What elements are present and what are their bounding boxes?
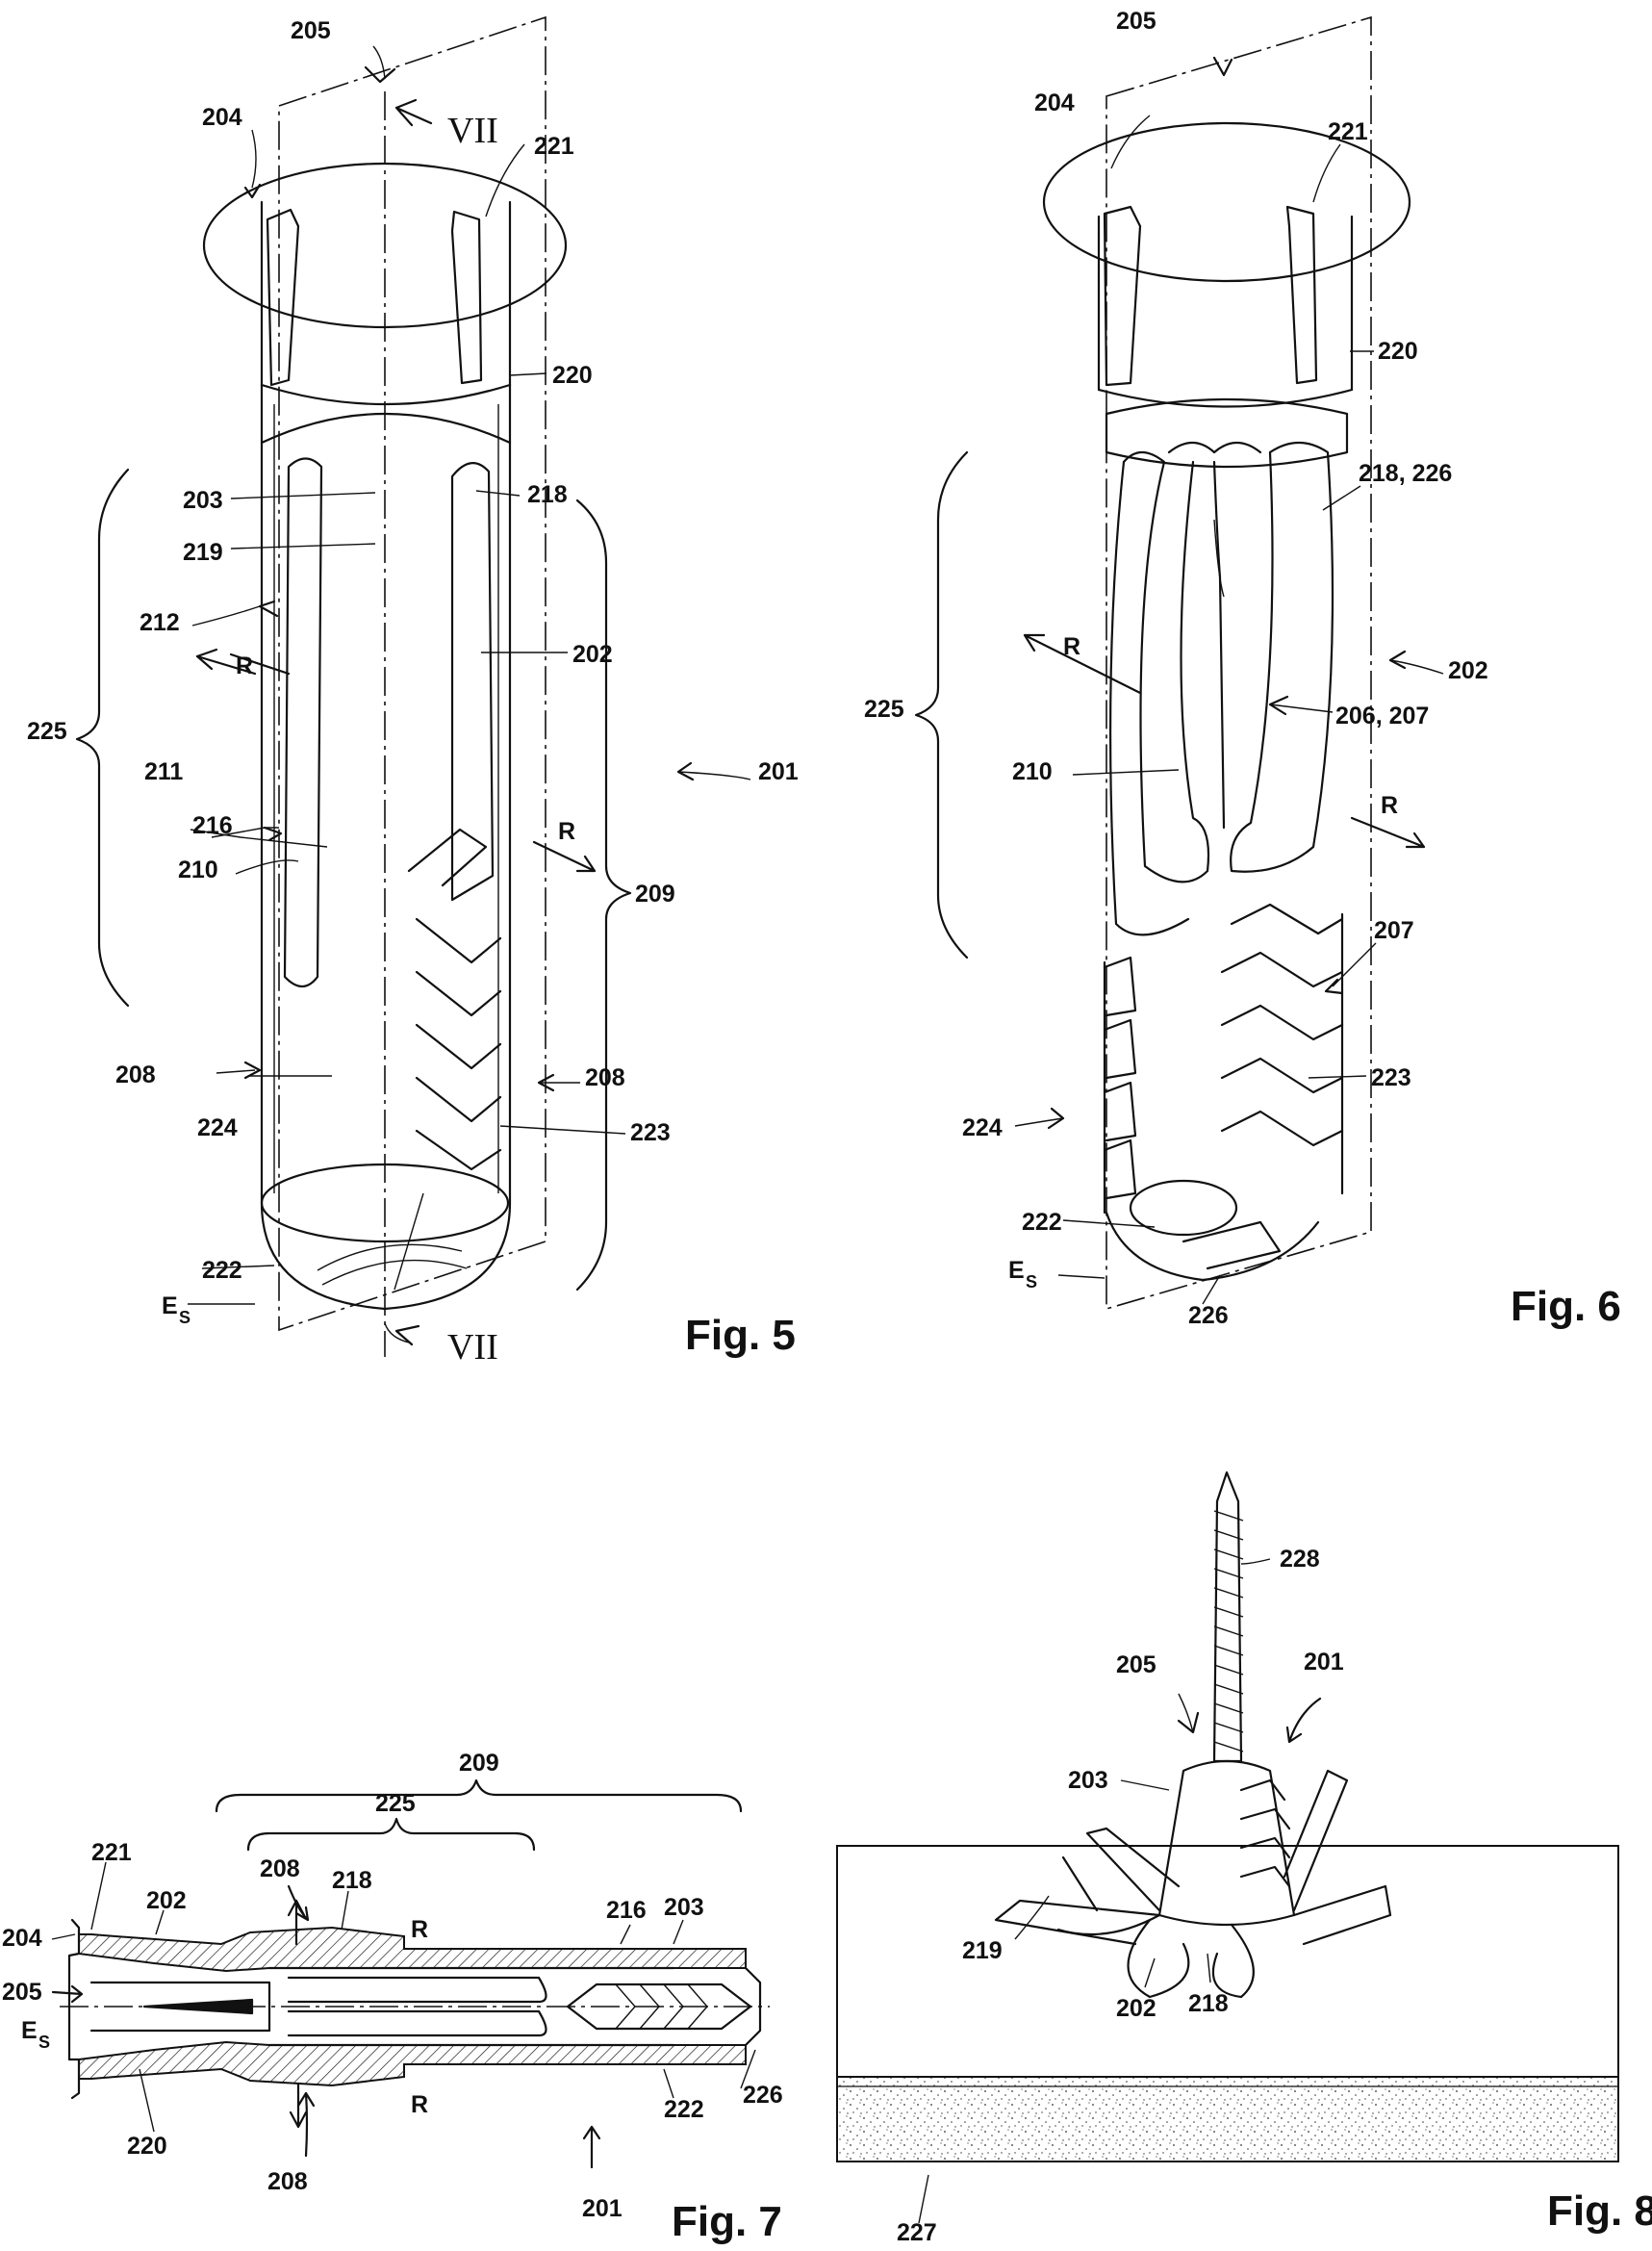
fig5-label-203: 203 xyxy=(183,487,223,514)
fig7-label-216: 216 xyxy=(606,1897,647,1924)
fig7-label-209: 209 xyxy=(459,1750,499,1777)
fig7-label-208-top: 208 xyxy=(260,1855,300,1882)
fig7-label-222: 222 xyxy=(664,2096,704,2123)
fig7-label-R-top: R xyxy=(411,1916,428,1943)
fig7-label-225: 225 xyxy=(375,1790,416,1817)
fig8-leader-lines xyxy=(918,1558,1271,2224)
fig7-label-208-bottom: 208 xyxy=(267,2168,308,2195)
fig5-label-220: 220 xyxy=(552,362,593,389)
fig7-label-202: 202 xyxy=(146,1887,187,1914)
fig5-label-R-left: R xyxy=(236,652,253,679)
fig6-label-R-right: R xyxy=(1381,792,1398,819)
fig6-labels: 205 204 221 220 218, 226 R 202 206, 207 … xyxy=(864,8,1621,1330)
fig5-label-205: 205 xyxy=(291,17,331,44)
fig6-label-207: 207 xyxy=(1374,917,1414,944)
figure-6: 205 204 221 220 218, 226 R 202 206, 207 … xyxy=(864,8,1621,1330)
fig5-label-223: 223 xyxy=(630,1119,671,1146)
fig8-label-202: 202 xyxy=(1116,1995,1156,2022)
fig5-labels: 205 204 VII 221 220 203 218 219 212 202 … xyxy=(27,17,799,1368)
fig7-label-204: 204 xyxy=(2,1925,42,1952)
fig8-wall-section xyxy=(836,1845,1619,2162)
fig6-anchor-body xyxy=(914,15,1411,1311)
fig5-label-222: 222 xyxy=(202,1257,242,1284)
fig7-label-226: 226 xyxy=(743,2082,783,2109)
fig5-leader-lines xyxy=(188,45,751,1343)
fig7-section-view xyxy=(60,1778,770,2100)
fig8-title: Fig. 8 xyxy=(1547,2187,1652,2235)
fig5-label-224: 224 xyxy=(197,1114,238,1141)
fig8-label-203: 203 xyxy=(1068,1767,1108,1794)
fig5-label-209: 209 xyxy=(635,881,675,908)
fig5-label-R-right: R xyxy=(558,818,575,845)
fig6-label-225: 225 xyxy=(864,696,904,723)
fig6-label-R-left: R xyxy=(1063,633,1080,660)
fig7-label-Es-sub: S xyxy=(38,2033,50,2052)
fig8-arrows xyxy=(1177,1697,1322,1744)
figure-5: 205 204 VII 221 220 203 218 219 212 202 … xyxy=(27,15,799,1368)
fig8-label-228: 228 xyxy=(1280,1546,1320,1573)
fig6-label-Es-sub: S xyxy=(1026,1272,1037,1292)
fig5-label-221: 221 xyxy=(534,133,574,160)
fig8-labels: 228 205 201 203 219 202 218 227 Fig. 8 xyxy=(897,1546,1652,2246)
fig6-label-Es: E xyxy=(1008,1257,1025,1284)
fig6-leader-lines xyxy=(1014,115,1444,1305)
fig6-label-221: 221 xyxy=(1328,118,1368,145)
fig7-label-R-bottom: R xyxy=(411,2091,428,2118)
fig5-label-201: 201 xyxy=(758,758,799,785)
fig5-title: Fig. 5 xyxy=(685,1312,796,1359)
fig6-label-224: 224 xyxy=(962,1114,1003,1141)
fig5-label-216: 216 xyxy=(192,812,233,839)
fig8-label-218: 218 xyxy=(1188,1990,1229,2017)
fig5-label-Es-sub: S xyxy=(179,1308,191,1327)
fig5-label-Es: E xyxy=(162,1292,178,1319)
fig8-label-201: 201 xyxy=(1304,1649,1344,1675)
fig6-label-206-207: 206, 207 xyxy=(1335,703,1429,729)
fig5-section-VII-top: VII xyxy=(447,111,498,151)
fig5-label-208-left: 208 xyxy=(115,1062,156,1088)
fig8-screw-and-anchor xyxy=(994,1471,1392,1999)
fig6-label-205: 205 xyxy=(1116,8,1156,35)
fig7-label-218: 218 xyxy=(332,1867,372,1894)
fig5-label-225: 225 xyxy=(27,718,67,745)
fig7-label-Es: E xyxy=(21,2017,38,2044)
fig6-label-204: 204 xyxy=(1034,90,1075,116)
fig6-label-202: 202 xyxy=(1448,657,1488,684)
fig5-label-211: 211 xyxy=(144,758,183,785)
fig7-arrows xyxy=(51,1884,601,2169)
fig7-label-220: 220 xyxy=(127,2133,167,2160)
fig5-label-204: 204 xyxy=(202,104,242,131)
fig6-label-226: 226 xyxy=(1188,1302,1229,1329)
fig5-arrows xyxy=(195,65,695,1346)
fig6-label-222: 222 xyxy=(1022,1209,1062,1236)
fig5-anchor-body xyxy=(75,15,632,1357)
fig6-title: Fig. 6 xyxy=(1511,1283,1621,1330)
fig5-label-218: 218 xyxy=(527,481,568,508)
fig7-label-205: 205 xyxy=(2,1979,42,2006)
figure-7: 209 225 208 218 R 216 203 221 202 204 20… xyxy=(2,1750,783,2245)
fig7-label-221: 221 xyxy=(91,1839,132,1866)
fig5-label-202: 202 xyxy=(572,641,613,668)
fig5-label-210: 210 xyxy=(178,857,218,883)
fig6-label-218-226: 218, 226 xyxy=(1359,460,1452,487)
fig8-label-219: 219 xyxy=(962,1937,1003,1964)
fig7-label-201: 201 xyxy=(582,2195,623,2222)
figure-8: 228 205 201 203 219 202 218 227 Fig. 8 xyxy=(836,1471,1652,2246)
fig7-leader-lines xyxy=(51,1861,756,2133)
fig7-title: Fig. 7 xyxy=(672,2198,782,2245)
fig6-label-223: 223 xyxy=(1371,1064,1411,1091)
fig5-label-212: 212 xyxy=(140,609,180,636)
fig7-labels: 209 225 208 218 R 216 203 221 202 204 20… xyxy=(2,1750,783,2245)
fig5-label-208-right: 208 xyxy=(585,1064,625,1091)
fig6-arrows xyxy=(1023,56,1426,1130)
fig5-label-219: 219 xyxy=(183,539,223,566)
fig6-label-220: 220 xyxy=(1378,338,1418,365)
fig7-label-203: 203 xyxy=(664,1894,704,1921)
fig6-label-210: 210 xyxy=(1012,758,1053,785)
fig8-label-227: 227 xyxy=(897,2219,937,2246)
fig5-section-VII-bottom: VII xyxy=(447,1327,498,1368)
fig8-label-205: 205 xyxy=(1116,1651,1156,1678)
